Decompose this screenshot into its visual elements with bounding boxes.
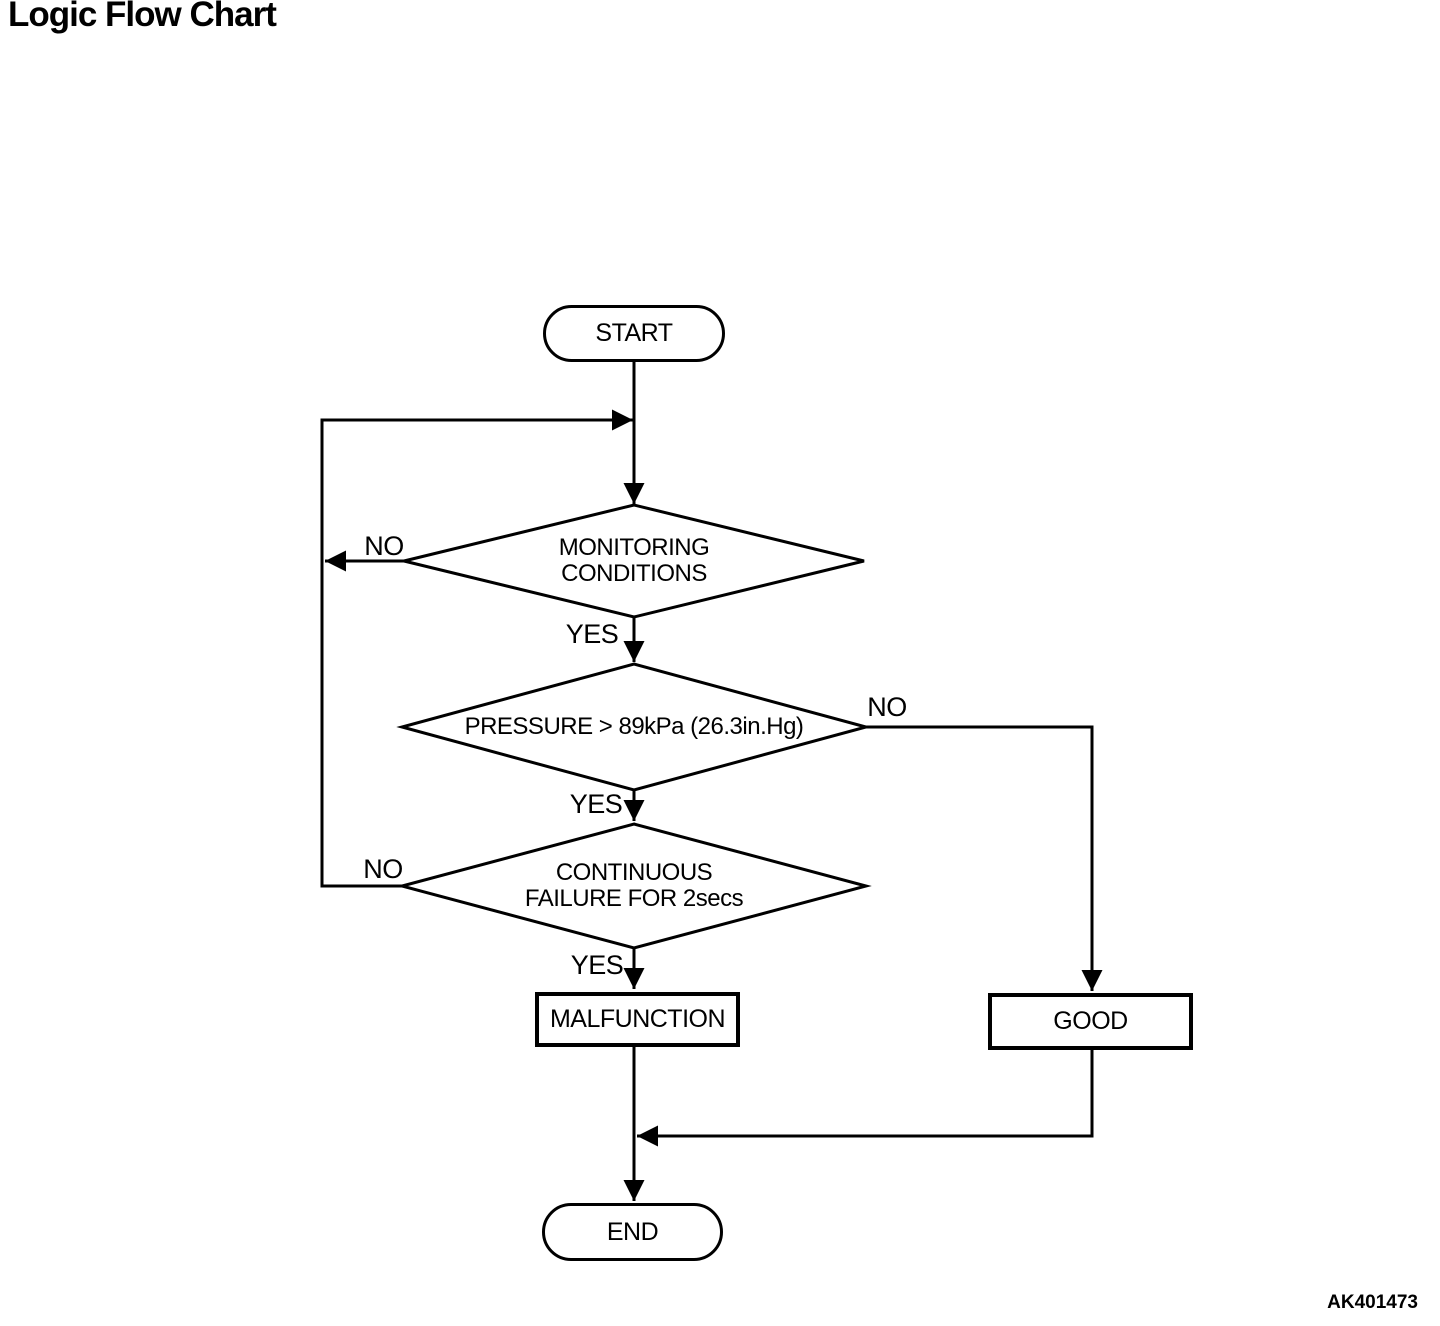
node-end-label: END <box>606 1217 659 1246</box>
page-title: Logic Flow Chart <box>8 0 277 34</box>
node-malfunction-label: MALFUNCTION <box>549 1005 726 1033</box>
node-start-label: START <box>595 319 673 347</box>
figure-code: AK401473 <box>1327 1292 1418 1313</box>
edge-good-to-merge <box>637 1050 1094 1147</box>
decision-pressure-shape <box>396 662 872 792</box>
node-good-label: GOOD <box>1053 1007 1128 1035</box>
decision-continuous-shape <box>396 822 872 950</box>
edge-pressure-no-to-good <box>866 725 1103 991</box>
decision-monitoring-shape <box>403 503 865 619</box>
edge-loop-back-to-main <box>320 409 633 888</box>
node-end: END <box>542 1203 723 1261</box>
node-start: START <box>543 305 725 362</box>
node-good: GOOD <box>988 993 1193 1050</box>
node-malfunction: MALFUNCTION <box>535 992 740 1047</box>
